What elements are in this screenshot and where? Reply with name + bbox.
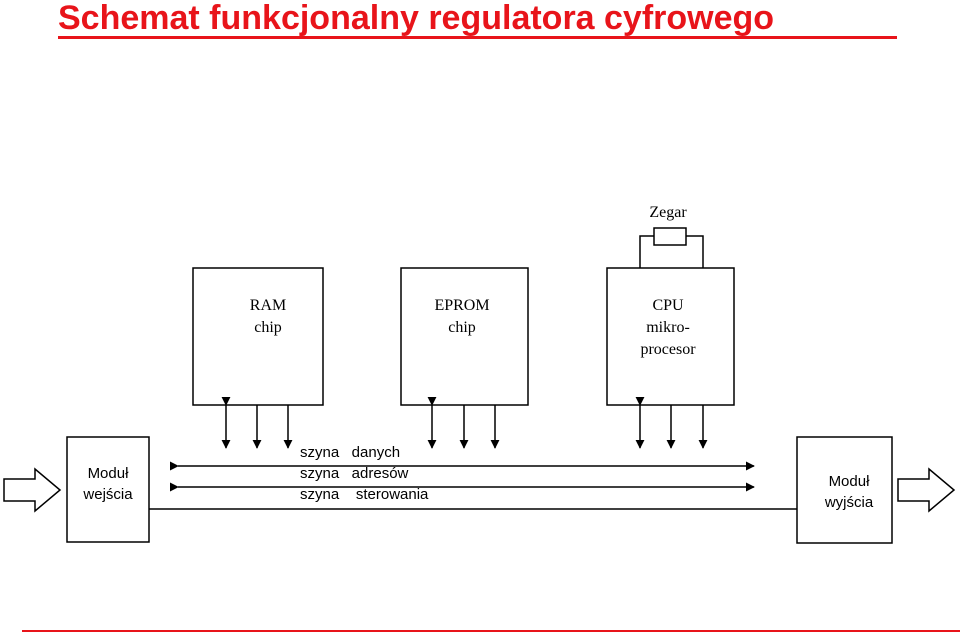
eprom-sublabel: chip: [448, 319, 476, 336]
ram-label: RAM: [250, 297, 286, 314]
clock-wire: [639, 235, 704, 268]
clock-label: Zegar: [649, 204, 687, 221]
eprom-box: [400, 267, 529, 406]
page-title: Schemat funkcjonalny regulatora cyfroweg…: [58, 0, 775, 37]
cpu-box: [606, 267, 735, 406]
cpu-sublabel-2: procesor: [640, 341, 696, 358]
clock-symbol: [653, 227, 687, 246]
input-module-label-2: wejścia: [82, 486, 133, 503]
ram-box: [192, 267, 324, 406]
ram-sublabel: chip: [254, 319, 282, 336]
eprom-chip: EPROM chip: [400, 267, 529, 406]
eprom-label: EPROM: [434, 297, 489, 314]
input-module: Moduł wejścia: [3, 436, 150, 543]
chip-bus-connectors: [221, 396, 708, 449]
output-module: Moduł wyjścia: [796, 436, 956, 544]
cpu-label: CPU: [652, 297, 684, 314]
bottom-rule: [22, 630, 960, 632]
data-bus-label: szyna danych: [300, 444, 400, 461]
cpu-sublabel-1: mikro-: [646, 319, 690, 336]
input-module-label-1: Moduł: [88, 465, 130, 482]
ram-chip: RAM chip: [192, 267, 324, 406]
cpu-chip: CPU mikro- procesor: [606, 267, 735, 406]
control-bus-label: szyna sterowania: [300, 486, 429, 503]
output-module-label-1: Moduł: [829, 473, 871, 490]
output-arrow-icon: [897, 467, 956, 513]
output-module-box: [796, 436, 893, 544]
clock: Zegar: [639, 204, 704, 268]
input-arrow-icon: [3, 467, 62, 513]
output-module-label-2: wyjścia: [824, 494, 874, 511]
address-bus-label: szyna adresów: [300, 465, 409, 482]
buses: [149, 461, 797, 510]
input-module-box: [66, 436, 150, 543]
title-underline: [58, 36, 897, 39]
